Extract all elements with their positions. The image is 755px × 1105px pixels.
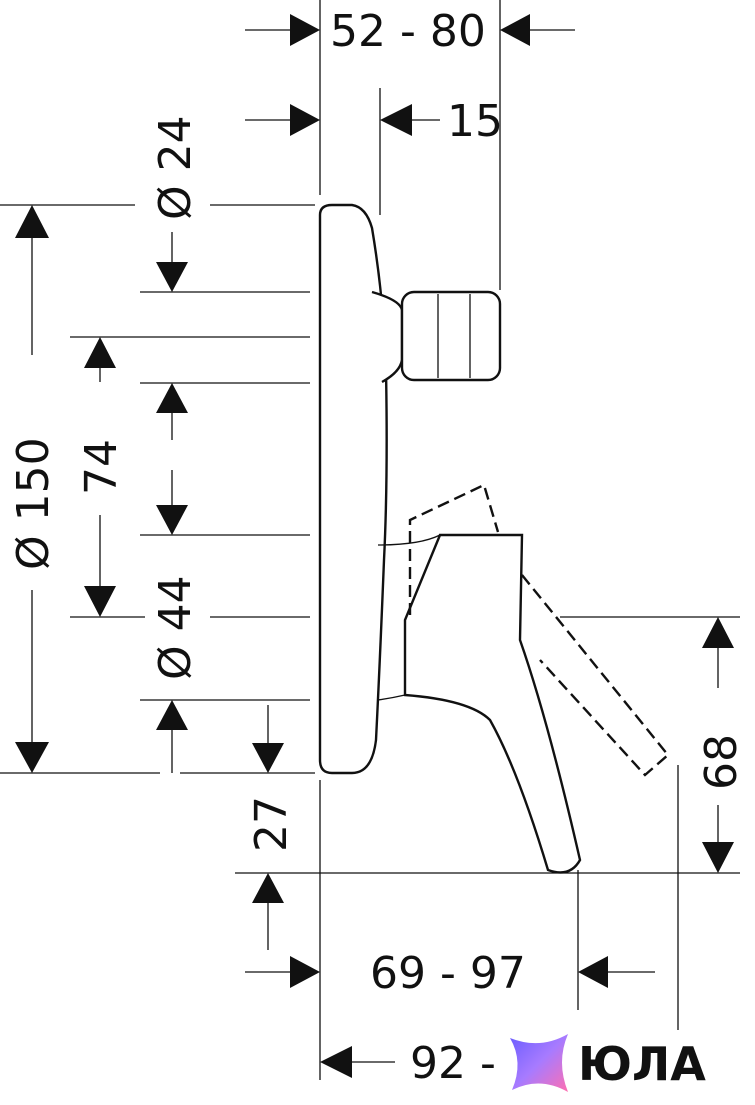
label-68: 68 xyxy=(696,734,747,790)
sparkle-icon xyxy=(510,1034,568,1092)
label-d150: Ø 150 xyxy=(8,437,59,570)
logo-text: ЮЛА xyxy=(578,1037,706,1091)
label-d44: Ø 44 xyxy=(150,575,201,680)
dimension-labels: 52 - 80 15 Ø 24 Ø 150 74 Ø 44 27 68 69 -… xyxy=(8,6,747,1089)
label-69-97: 69 - 97 xyxy=(370,948,526,999)
label-92: 92 - xyxy=(410,1038,496,1089)
lever-alt-up xyxy=(408,483,500,615)
label-15: 15 xyxy=(447,96,503,147)
label-74: 74 xyxy=(76,439,127,495)
lever-alt-down xyxy=(521,574,670,777)
diverter-knob xyxy=(400,290,502,382)
lever-body xyxy=(403,533,582,874)
dimension-arrows xyxy=(15,14,734,1078)
label-d24: Ø 24 xyxy=(150,115,201,220)
mixer-outline xyxy=(318,203,670,874)
label-27: 27 xyxy=(246,796,297,852)
extension-lines xyxy=(0,0,740,1080)
yula-logo: ЮЛА xyxy=(510,1034,706,1092)
wall-plate xyxy=(318,203,388,775)
label-52-80: 52 - 80 xyxy=(330,6,486,57)
